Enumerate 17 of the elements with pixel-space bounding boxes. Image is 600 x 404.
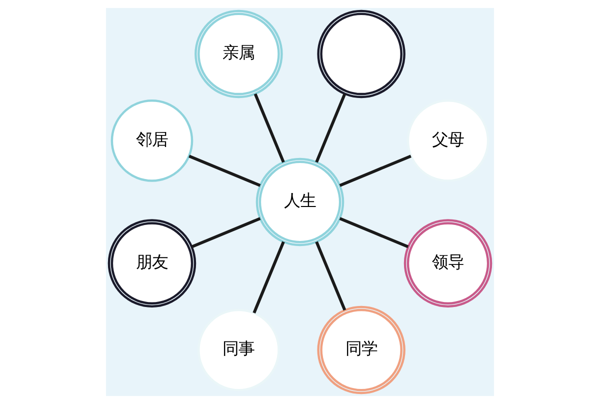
node-circle: 同学 [317, 306, 406, 394]
connector [339, 154, 412, 187]
connector [315, 241, 346, 311]
node-circle: 亲属 [194, 10, 283, 98]
connector [254, 93, 285, 163]
node-circle [317, 10, 406, 98]
connector [315, 93, 346, 163]
node-circle: 同事 [198, 308, 280, 392]
connector [252, 241, 285, 314]
connector [339, 217, 409, 248]
node-circle: 领导 [404, 219, 492, 308]
node-circle: 朋友 [108, 219, 196, 308]
node-circle: 邻居 [110, 100, 194, 182]
node-circle: 父母 [406, 100, 490, 182]
node-circle: 人生 [256, 158, 344, 246]
connector [191, 217, 261, 248]
connector [188, 154, 261, 187]
